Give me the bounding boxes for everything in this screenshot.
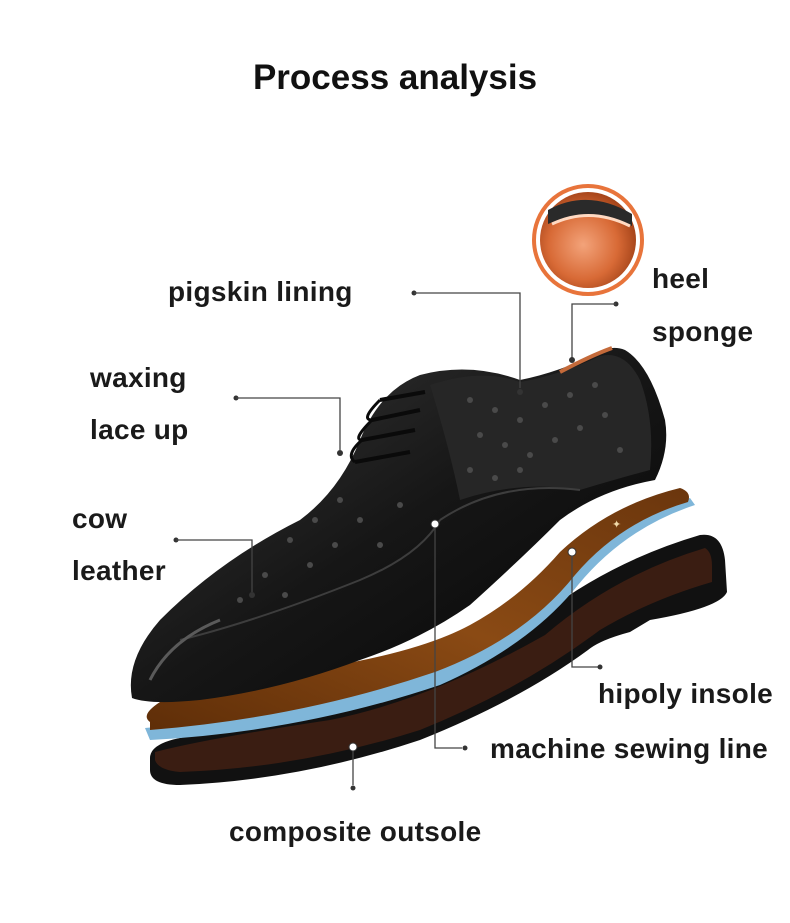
label-lace-up: lace up [90, 414, 189, 445]
callout-hipoly-insole [567, 547, 603, 670]
hipoly-insole-shape [146, 488, 689, 730]
callout-composite-outsole [348, 742, 358, 791]
callout-machine-sewing-line [430, 519, 468, 751]
heel-sponge-inset [532, 184, 644, 296]
label-waxing: waxing [90, 362, 187, 393]
callout-pigskin-lining [411, 290, 523, 395]
label-hipoly-insole: hipoly insole [598, 678, 774, 709]
cushion-layer-shape [145, 498, 695, 740]
label-leather: leather [72, 555, 166, 586]
label-cow: cow [72, 503, 128, 534]
label-composite-outsole: composite outsole [229, 816, 482, 847]
label-machine-sewing-line: machine sewing line [490, 733, 769, 764]
label-pigskin-lining: pigskin lining [168, 276, 353, 307]
label-sponge: sponge [652, 316, 754, 347]
page-title: Process analysis [252, 58, 538, 97]
shoe-upper-shape [130, 346, 667, 703]
callout-cow-leather [173, 537, 255, 598]
insole-logo: ✦ [612, 518, 621, 531]
label-heel: heel [652, 263, 710, 294]
callout-heel-sponge [569, 301, 619, 363]
callout-waxing-lace-up [233, 395, 343, 456]
